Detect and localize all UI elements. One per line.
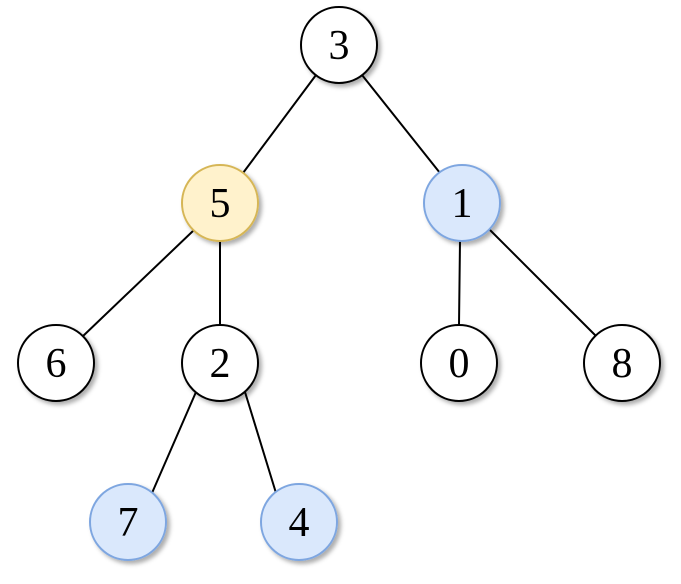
- tree-edge-n3-n5: [242, 74, 317, 174]
- tree-node-7[interactable]: 7: [89, 483, 167, 561]
- tree-node-0[interactable]: 0: [420, 324, 498, 402]
- tree-edge-n1-n0: [458, 240, 461, 326]
- tree-node-circle-6[interactable]: [17, 324, 95, 402]
- tree-node-circle-2[interactable]: [181, 324, 259, 402]
- tree-node-1[interactable]: 1: [423, 164, 501, 242]
- tree-edge-n5-n6: [81, 229, 195, 338]
- tree-node-8[interactable]: 8: [583, 324, 661, 402]
- tree-node-circle-1[interactable]: [423, 164, 501, 242]
- tree-node-circle-3[interactable]: [300, 6, 378, 84]
- tree-node-circle-4[interactable]: [260, 483, 338, 561]
- tree-edge-n2-n7: [151, 391, 197, 494]
- tree-node-circle-5[interactable]: [181, 164, 259, 242]
- tree-edges-layer: [81, 74, 597, 494]
- tree-node-4[interactable]: 4: [260, 483, 338, 561]
- tree-nodes-layer: 3 5 1 6 2 0 8 7 4: [17, 6, 661, 561]
- tree-edge-n3-n1: [361, 74, 441, 174]
- tree-edge-n2-n4: [244, 391, 277, 494]
- tree-node-5[interactable]: 5: [181, 164, 259, 242]
- tree-edge-n1-n8: [488, 228, 597, 337]
- tree-node-2[interactable]: 2: [181, 324, 259, 402]
- tree-node-6[interactable]: 6: [17, 324, 95, 402]
- tree-node-circle-8[interactable]: [583, 324, 661, 402]
- tree-node-3[interactable]: 3: [300, 6, 378, 84]
- tree-node-circle-0[interactable]: [420, 324, 498, 402]
- tree-node-circle-7[interactable]: [89, 483, 167, 561]
